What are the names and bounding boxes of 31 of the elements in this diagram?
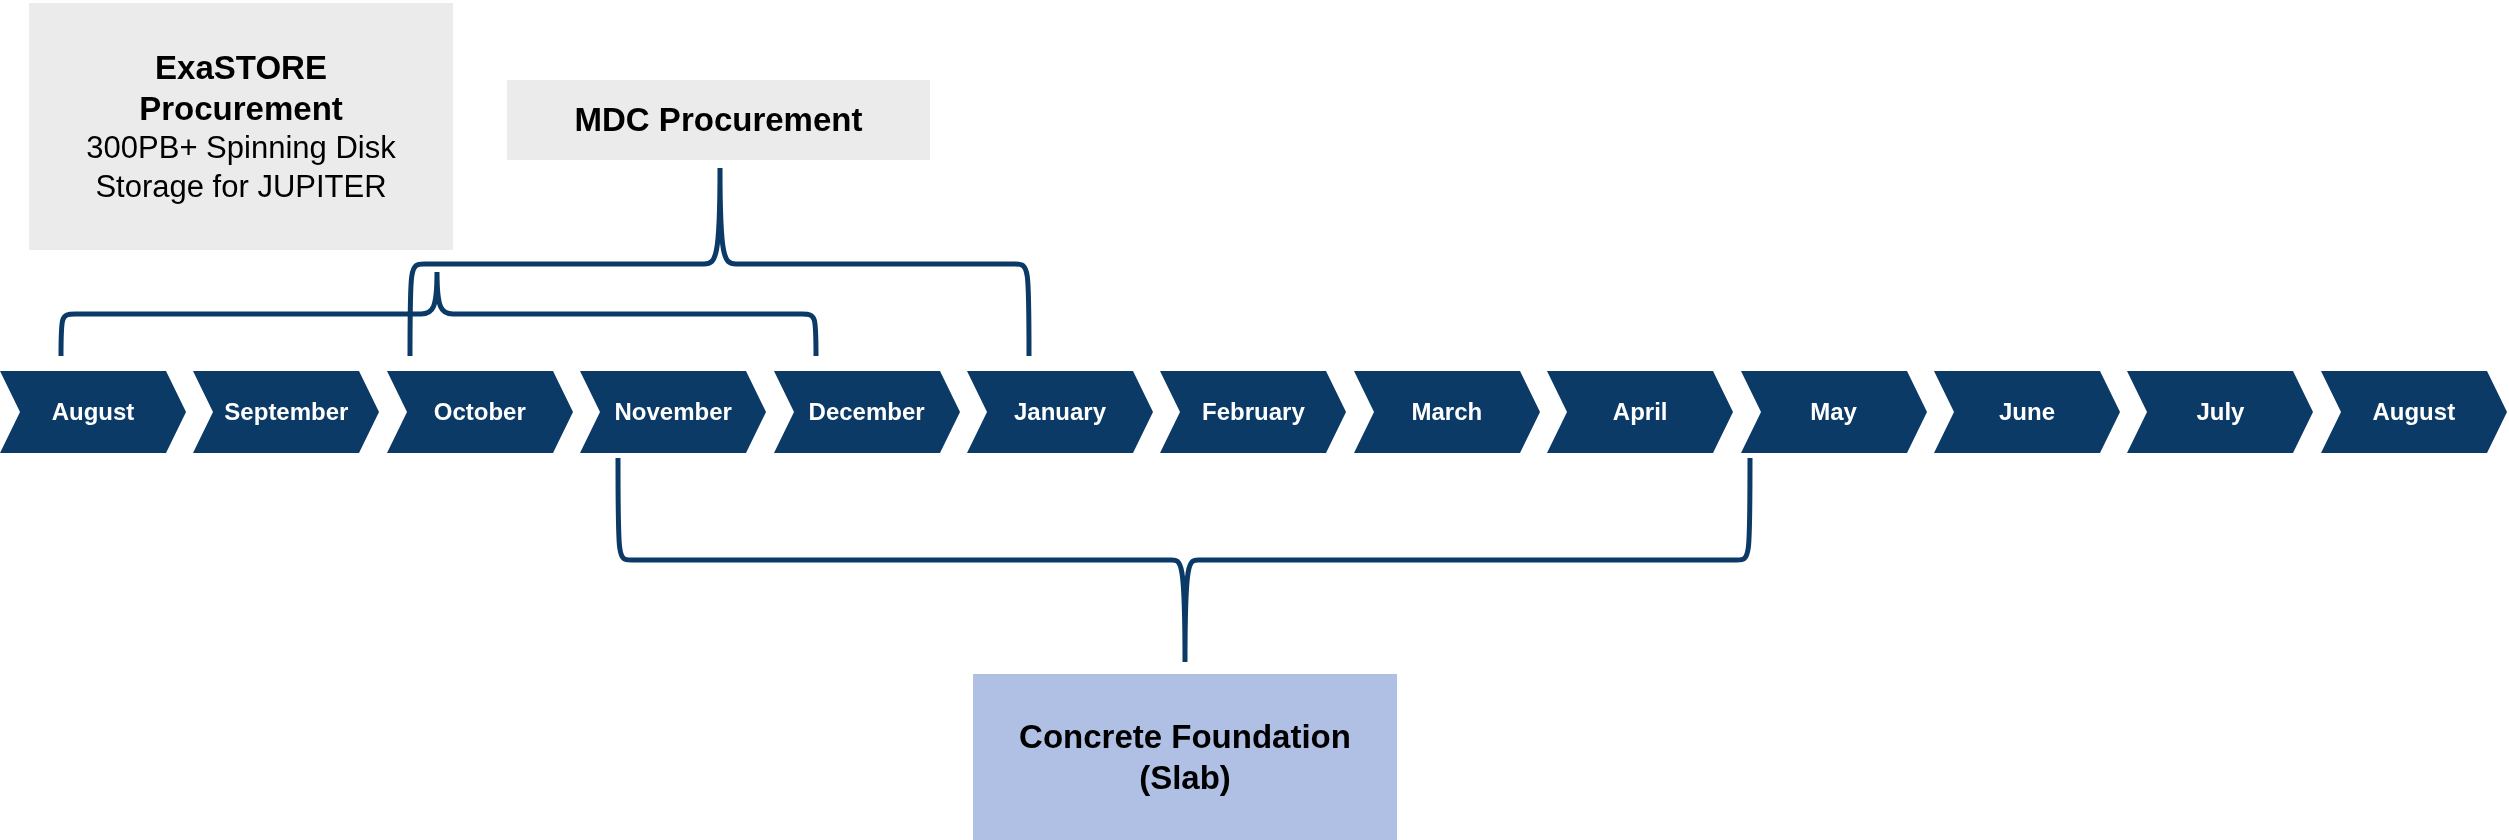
box-title: Concrete Foundation (Slab): [1018, 716, 1352, 798]
month-segment: [1740, 371, 1927, 453]
month-label: June: [1998, 397, 2056, 427]
month-label: February: [1201, 397, 1306, 427]
month-label: December: [807, 397, 926, 427]
month-segment: [2320, 371, 2507, 453]
month-label: August: [2371, 397, 2457, 427]
month-segment: [1353, 371, 1540, 453]
month-label: November: [613, 397, 733, 427]
month-segment: [1547, 371, 1734, 453]
month-label: October: [432, 397, 527, 427]
month-segment: [386, 371, 573, 453]
month-label: January: [1012, 397, 1108, 427]
month-label: April: [1611, 397, 1669, 427]
month-segment: [193, 371, 380, 453]
month-segment: [0, 371, 186, 453]
month-label: July: [2195, 397, 2246, 427]
month-label: August: [50, 397, 136, 427]
box-title: ExaSTORE Procurement: [138, 47, 344, 129]
month-segment: [1934, 371, 2120, 453]
box-title: MDC Procurement: [574, 100, 863, 141]
month-segment: [1160, 371, 1347, 453]
label-box: [973, 674, 1397, 840]
month-label: May: [1809, 397, 1858, 427]
month-segment: [2127, 371, 2314, 453]
month-segment: [580, 371, 767, 453]
month-label: March: [1410, 397, 1484, 427]
box-text: 300PB+ Spinning Disk Storage for JUPITER: [85, 129, 397, 206]
month-segment: [773, 371, 960, 453]
month-label: September: [223, 397, 350, 427]
month-segment: [967, 371, 1153, 453]
